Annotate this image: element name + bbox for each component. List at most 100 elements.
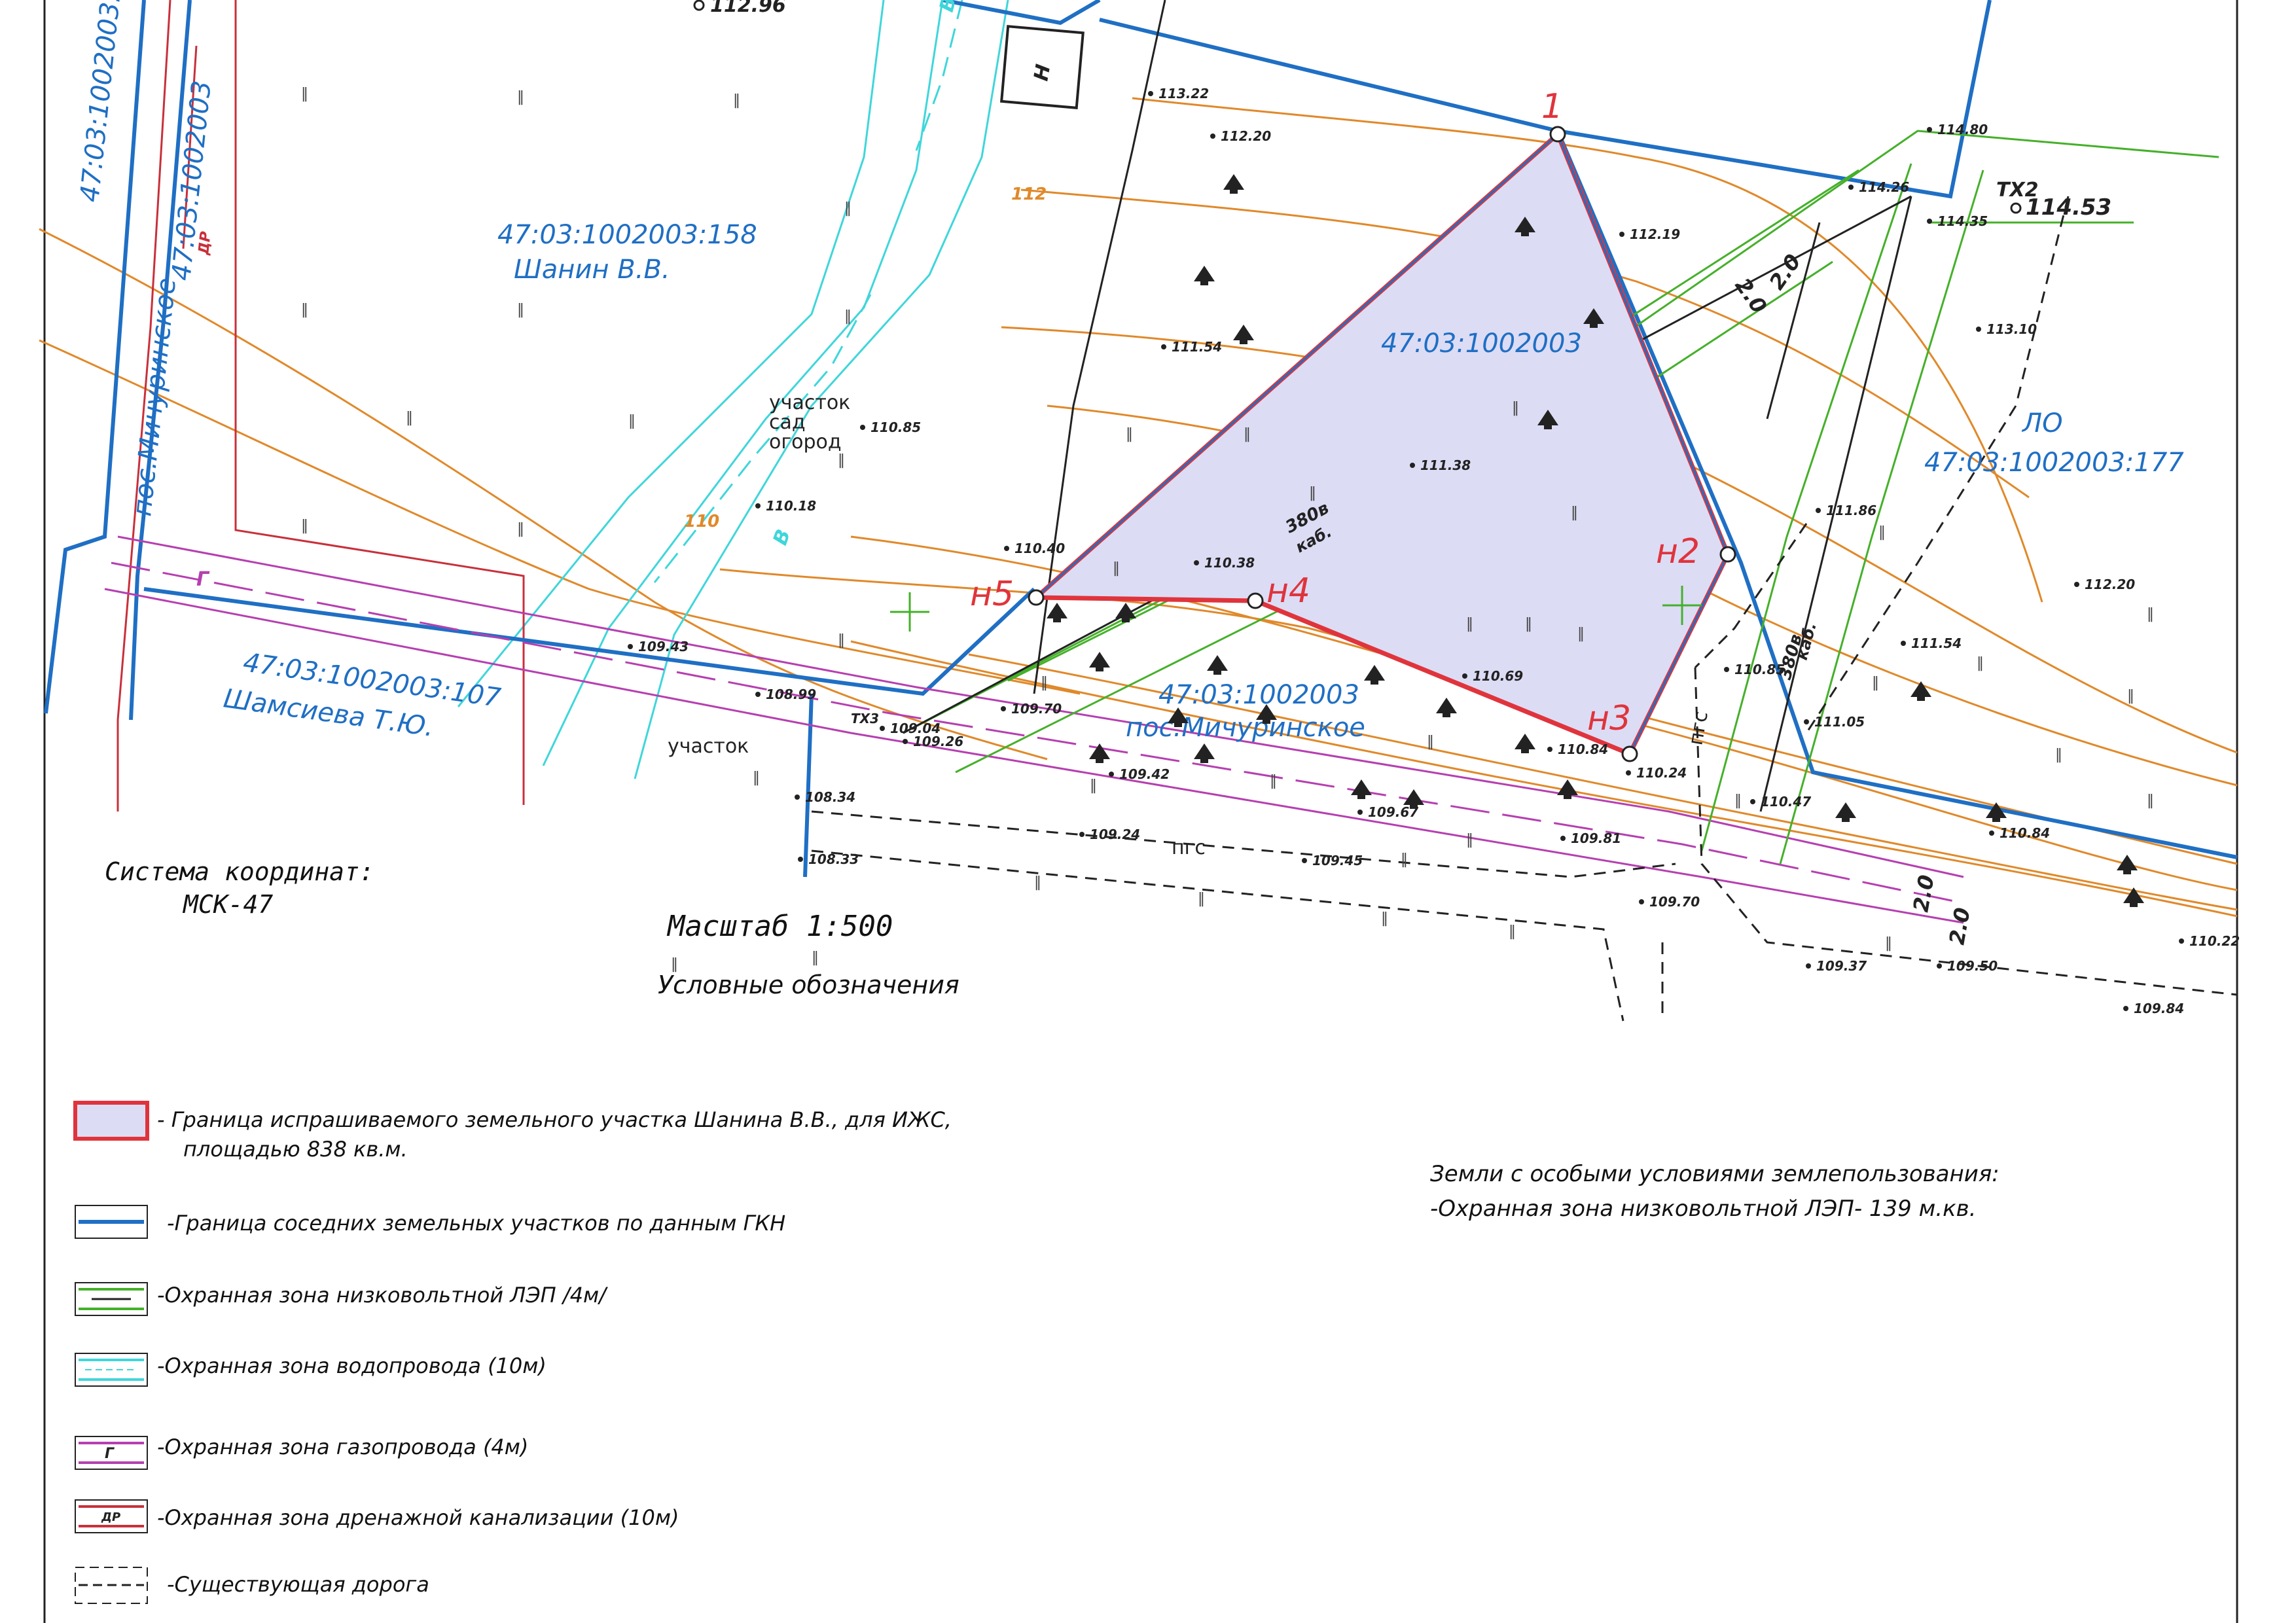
parcel-158-owner: Шанин В.В. [514,255,670,285]
grass-mark: ‖ [1113,560,1120,577]
grass-mark: ‖ [1734,793,1742,809]
drain-zone-lines [117,0,525,812]
grass-mark: ‖ [838,632,845,649]
corner-marker-n4 [1247,592,1264,609]
elevation-marker [628,644,633,649]
elevation-marker [1004,546,1009,551]
elevation-value: 109.04 [890,721,941,736]
plot-label: участок [668,735,749,758]
grass-mark: ‖ [1571,505,1578,521]
legend-item-parcel: - Граница испрашиваемого земельного учас… [157,1107,952,1132]
elevation-value: 108.34 [805,789,855,805]
bush-symbol [1436,698,1457,717]
legend-swatches: Г ДР [73,1101,149,1604]
elevation-value: 108.99 [766,687,816,702]
elevation-value: 111.86 [1826,503,1876,518]
grass-mark: ‖ [1427,734,1434,750]
elevation-marker [1619,232,1624,237]
bush-symbol [1089,743,1110,763]
left-quarter-label-2: 47:03:1002003:7 [75,0,128,204]
elevation-value: 110.18 [766,498,816,514]
bush-symbol [1583,308,1604,328]
drain-label-dr: ДР [196,230,215,256]
grass-mark: ‖ [517,89,524,105]
grass-mark: ‖ [1885,935,1892,952]
elevation-value: 109.84 [2134,1001,2184,1016]
special-use-line: -Охранная зона низковольтной ЛЭП- 139 м.… [1430,1196,1976,1222]
bush-symbol [1233,325,1254,344]
grass-mark: ‖ [1878,524,1886,541]
garden-label-1: участок [769,391,850,414]
grass-mark: ‖ [517,521,524,537]
top-elevation: 112.96 [710,0,786,17]
corner-marker-1 [1549,126,1566,143]
elevation-marker [1109,772,1114,777]
grass-mark: ‖ [1401,851,1408,868]
elevation-value: 109.37 [1816,958,1867,974]
corner-marker-n3 [1621,745,1638,762]
parcel-177-type: ЛО [2021,408,2063,438]
elevation-marker [1639,899,1644,904]
scale-text: Масштаб 1:500 [666,910,893,943]
corner-markers [1028,126,1736,762]
legend-swatch-drain [75,1499,148,1533]
elevation-value: 110.69 [1473,668,1523,684]
legend-item-gas: -Охранная зона газопровода (4м) [157,1435,528,1459]
water-label-b: В [935,0,961,14]
bush-symbol [1364,665,1385,685]
grass-mark: ‖ [1509,923,1516,940]
grass-mark: ‖ [1977,655,1984,671]
grass-mark: ‖ [1244,426,1251,442]
bush-symbol [1168,707,1189,727]
quarter-label: 47:03:1002003 [1381,329,1582,359]
elevation-marker [880,726,885,731]
grass-marks: ‖‖‖‖‖‖‖‖‖‖‖‖‖‖‖‖‖‖‖‖‖‖‖‖‖‖‖‖‖‖‖‖‖‖‖‖‖‖‖‖… [301,86,2154,972]
elevation-value: 112.20 [1221,128,1271,144]
elevation-value: 110.47 [1761,794,1811,810]
elevation-value: 112.20 [2085,577,2135,592]
elevation-value: 110.85 [1734,662,1785,677]
legend-swatch-road [75,1567,148,1604]
dim-label-4: 2.0 [1944,906,1975,946]
left-place-label: пос.Мичуринское [127,276,182,518]
neighbor-boundaries [44,0,2238,878]
grass-mark: ‖ [1198,891,1205,907]
elevation-value: 109.45 [1312,853,1363,868]
legend-item-road: -Существующая дорога [167,1572,429,1597]
elevation-value: 112.19 [1630,226,1680,242]
legend-swatch-parcel [73,1101,149,1141]
legend-item-power: -Охранная зона низковольтной ЛЭП /4м/ [157,1283,608,1308]
legend-swatch-drain-letter: ДР [101,1510,120,1524]
elevation-marker [2123,1006,2128,1011]
elevation-value: 113.10 [1986,321,2037,337]
garden-label-2: сад [769,411,806,434]
bush-symbol [1835,802,1856,822]
grass-mark: ‖ [844,200,852,217]
bush-symbols [1047,174,2144,907]
point-label-n3: н3 [1587,699,1631,738]
coordinate-system-value: МСК-47 [182,890,273,919]
grass-mark: ‖ [1309,485,1316,501]
elevation-marker [1357,810,1363,815]
point-label-1: 1 [1541,87,1563,126]
grass-mark: ‖ [1577,626,1585,642]
grass-mark: ‖ [301,86,308,102]
elevation-points: 113.22112.20112.19111.54110.85110.18111.… [628,86,2240,1016]
bush-symbol [1223,174,1244,194]
gas-label-g: Г [196,568,210,591]
point-label-n5: н5 [970,575,1014,614]
elevation-value: 114.35 [1937,213,1988,229]
bush-symbol [1194,743,1215,763]
legend-item-parcel-line2: площадью 838 кв.м. [183,1137,408,1162]
legend-item-drain: -Охранная зона дренажной канализации (10… [157,1505,679,1530]
grass-mark: ‖ [1126,426,1133,442]
elevation-marker [755,692,761,697]
grass-mark: ‖ [301,302,308,318]
bush-symbol [1515,734,1535,753]
grass-mark: ‖ [1034,874,1041,891]
grass-mark: ‖ [1270,773,1277,789]
tx3-label: ТХ3 [851,711,879,726]
corner-marker-n2 [1719,546,1736,563]
grass-mark: ‖ [1041,675,1048,691]
